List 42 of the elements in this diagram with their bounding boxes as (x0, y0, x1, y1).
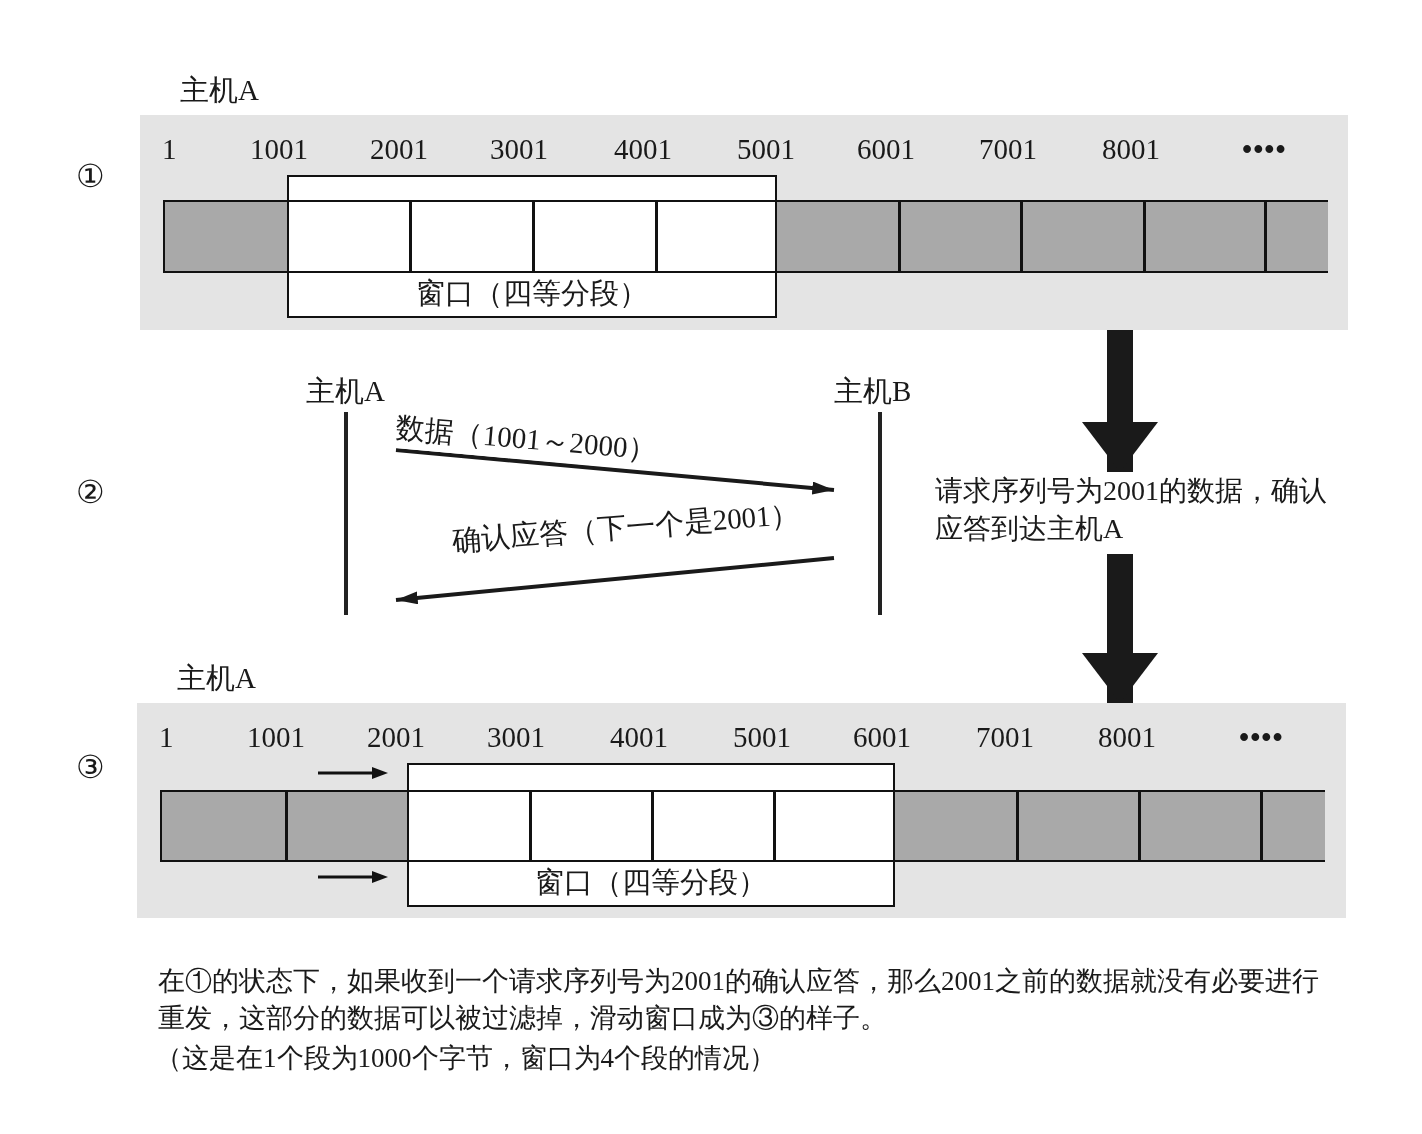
sequence-number: 2001 (370, 133, 428, 166)
sequence-number: 4001 (614, 133, 672, 166)
ellipsis: •••• (1239, 721, 1284, 754)
sequence-number: 8001 (1102, 133, 1160, 166)
sequence-number: 8001 (1098, 721, 1156, 754)
sequence-number: 2001 (367, 721, 425, 754)
data-bar (777, 200, 1328, 273)
host-label: 主机A (180, 73, 259, 108)
data-bar (895, 790, 1325, 862)
sequence-number: 3001 (490, 133, 548, 166)
block-arrow (1082, 554, 1158, 703)
sequence-number: 6001 (853, 721, 911, 754)
sequence-number: 1001 (247, 721, 305, 754)
sequence-number: 3001 (487, 721, 545, 754)
sequence-number: 7001 (979, 133, 1037, 166)
window-frame (407, 763, 895, 907)
sequence-number: 5001 (737, 133, 795, 166)
window-frame (287, 175, 777, 318)
host-label: 主机A (306, 374, 385, 409)
footnote: （这是在1个段为1000个字节，窗口为4个段的情况） (155, 1042, 776, 1075)
sequence-number: 1 (159, 721, 174, 754)
host-label: 主机A (177, 661, 256, 696)
window-label: 窗口（四等分段） (534, 865, 768, 900)
host-label: 主机B (834, 374, 912, 409)
arrow (395, 556, 835, 605)
note-text: 请求序列号为2001的数据，确认应答到达主机A (935, 472, 1330, 554)
data-bar (160, 790, 407, 862)
caption: 在①的状态下，如果收到一个请求序列号为2001的确认应答，那么2001之前的数据就没有必要进行重发，这部分的数据可以被过滤掉，滑动窗口成为③的样子。 (158, 965, 1320, 1035)
sequence-number: 1001 (250, 133, 308, 166)
sequence-number: 5001 (733, 721, 791, 754)
sequence-number: 1 (162, 133, 177, 166)
data-bar (163, 200, 287, 273)
sequence-number: 6001 (857, 133, 915, 166)
block-arrow (1082, 330, 1158, 472)
step-number: ① (76, 157, 105, 195)
arrow (395, 448, 835, 495)
sequence-number: 4001 (610, 721, 668, 754)
ellipsis: •••• (1242, 133, 1287, 166)
step-number: ③ (76, 748, 105, 786)
step-number: ② (76, 473, 105, 511)
window-label: 窗口（四等分段） (415, 276, 649, 311)
sequence-number: 7001 (976, 721, 1034, 754)
